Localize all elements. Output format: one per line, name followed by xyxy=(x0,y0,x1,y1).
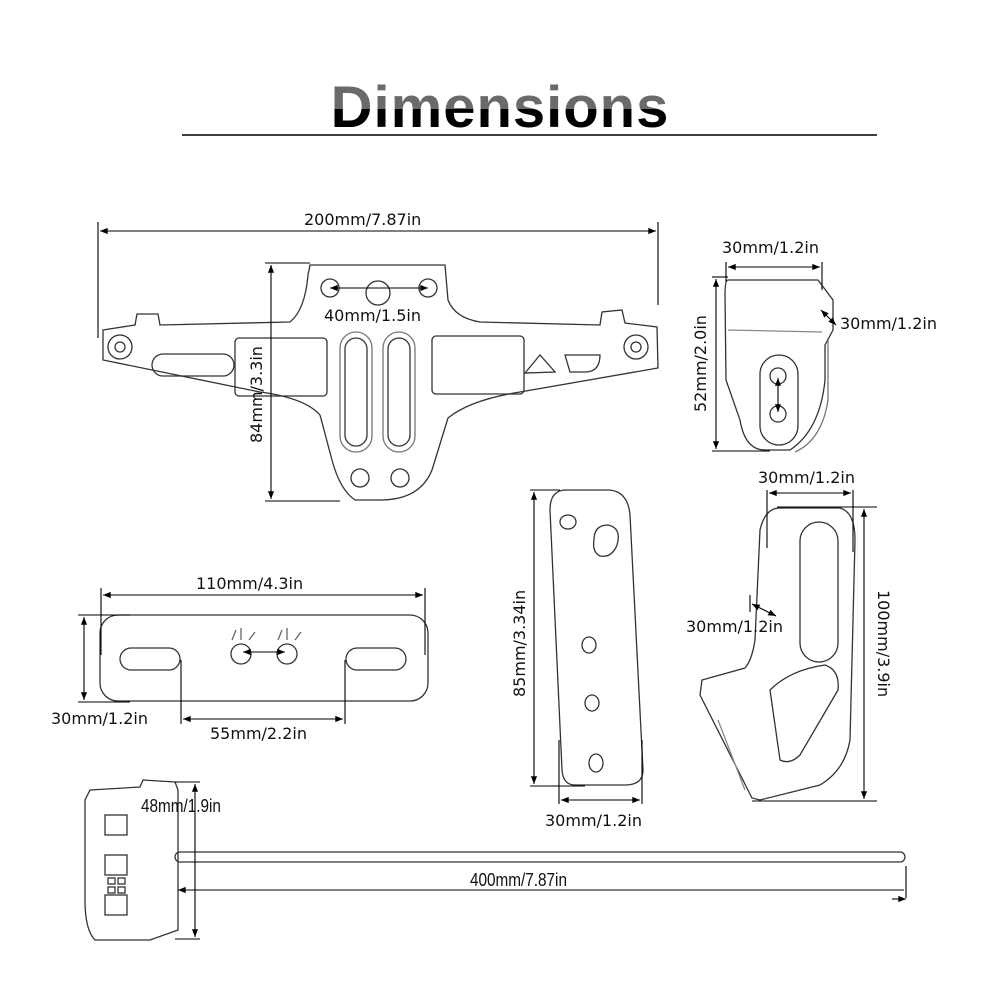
flat-plate-height-label: 30mm/1.2in xyxy=(51,709,148,728)
vertical-plate-width-label: 30mm/1.2in xyxy=(545,811,642,830)
cable-drawing xyxy=(174,851,906,863)
vertical-plate-drawing xyxy=(549,489,644,786)
main-bracket-drawing xyxy=(102,264,659,501)
dimension-lines xyxy=(78,222,907,940)
l-bracket-drawing xyxy=(699,507,856,801)
small-clip-drawing xyxy=(724,279,834,453)
flat-plate-width-label: 110mm/4.3in xyxy=(196,574,304,593)
l-bracket-width-label: 30mm/1.2in xyxy=(758,468,855,487)
page-title: Dimensions xyxy=(0,74,1000,141)
main-bracket-hole-spacing-label: 40mm/1.5in xyxy=(324,306,421,325)
l-bracket-thickness-label: 30mm/1.2in xyxy=(686,617,783,636)
flat-plate-drawing xyxy=(99,614,429,702)
main-bracket-width-label: 200mm/7.87in xyxy=(304,210,422,229)
small-clip-depth-label: 30mm/1.2in xyxy=(840,314,937,333)
small-clip-height-label: 52mm/2.0in xyxy=(691,315,710,412)
flat-plate-slot-spacing-label: 55mm/2.2in xyxy=(210,724,307,743)
cable-length-label: 400mm/7.87in xyxy=(470,870,567,890)
vertical-plate-height-label: 85mm/3.34in xyxy=(510,589,529,697)
l-bracket-height-label: 100mm/3.9in xyxy=(874,590,893,698)
main-bracket-height-label: 84mm/3.3in xyxy=(247,346,266,443)
led-height-label: 48mm/1.9in xyxy=(141,796,221,816)
small-clip-width-label: 30mm/1.2in xyxy=(722,238,819,257)
led-light-drawing xyxy=(84,779,906,941)
